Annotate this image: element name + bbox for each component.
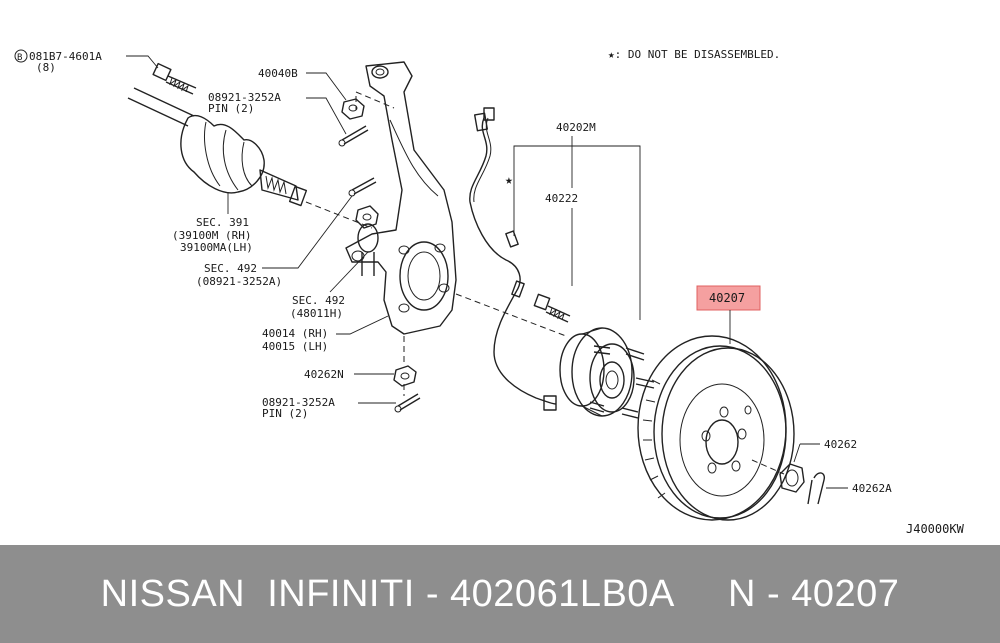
label-knuckle-lh: 40015 (LH) bbox=[262, 340, 328, 353]
label-sec492-b-sub: (48011H) bbox=[290, 307, 343, 320]
axle-nut-part bbox=[779, 463, 805, 493]
castle-nut-bottom bbox=[393, 365, 417, 387]
label-sec492-a: SEC. 492 bbox=[204, 262, 257, 275]
leader-bolt bbox=[126, 55, 159, 69]
bolt-part bbox=[152, 62, 197, 95]
label-pin-top-qty: PIN (2) bbox=[208, 102, 254, 115]
leader-sec492-a bbox=[262, 195, 353, 269]
label-rotor[interactable]: 40207 bbox=[709, 291, 745, 305]
label-sec391-lh: 39100MA(LH) bbox=[180, 241, 253, 254]
leader-knuckle bbox=[336, 315, 389, 335]
cotter-pin-mid bbox=[348, 177, 377, 197]
cotter-pin-axle bbox=[807, 472, 826, 505]
wheel-hub-part bbox=[559, 327, 655, 419]
circled-b-letter: B bbox=[17, 53, 22, 63]
label-hub-assy: 40202M bbox=[556, 121, 596, 134]
circled-b-icon bbox=[14, 49, 28, 63]
abs-sensor-wire bbox=[469, 107, 557, 411]
leader-sec492-b bbox=[329, 251, 369, 293]
driveshaft-part bbox=[127, 87, 308, 207]
exploded-parts-diagram: ★: DO NOT BE DISASSEMBLED. B 081B7-4601A… bbox=[14, 48, 965, 536]
leader-axle-nut-2 bbox=[793, 443, 801, 463]
label-pin-top-code: 08921-3252A bbox=[208, 91, 281, 104]
axis-line-driveshaft bbox=[305, 201, 373, 229]
axis-line-top-stud bbox=[355, 91, 395, 109]
part-number-text: NISSAN INFINITI - 402061LB0A N - 40207 bbox=[100, 572, 900, 615]
label-cotter: 40262A bbox=[852, 482, 892, 495]
leader-nut-top bbox=[306, 72, 347, 101]
label-knuckle-rh: 40014 (RH) bbox=[262, 327, 328, 340]
label-pin-bottom-code: 08921-3252A bbox=[262, 396, 335, 409]
castle-nut-mid bbox=[355, 205, 379, 229]
star-symbol-icon: ★ bbox=[505, 173, 513, 188]
axis-line-rotor bbox=[751, 459, 785, 475]
label-nut-top: 40040B bbox=[258, 67, 298, 80]
label-axle-nut: 40262 bbox=[824, 438, 857, 451]
label-hub: 40222 bbox=[545, 192, 578, 205]
rotor-highlight-box[interactable] bbox=[696, 285, 761, 311]
bracket-hub-assy bbox=[513, 145, 641, 320]
ball-joint-stud bbox=[357, 223, 379, 276]
label-sec492-a-sub: (08921-3252A) bbox=[196, 275, 282, 288]
part-number-banner: NISSAN INFINITI - 402061LB0A N - 40207 bbox=[0, 545, 1000, 643]
label-nut-bottom: 40262N bbox=[304, 368, 344, 381]
label-sec391: SEC. 391 bbox=[196, 216, 249, 229]
leader-pin-top bbox=[306, 97, 347, 135]
label-sec391-rh: (39100M (RH) bbox=[172, 229, 251, 242]
label-sec492-b: SEC. 492 bbox=[292, 294, 345, 307]
steering-knuckle-part bbox=[345, 61, 457, 335]
diagram-code: J40000KW bbox=[906, 522, 965, 536]
cotter-pin-top bbox=[338, 125, 369, 147]
label-bolt-qty: (8) bbox=[36, 61, 56, 74]
castle-nut-top bbox=[341, 98, 365, 120]
disassembly-note: ★: DO NOT BE DISASSEMBLED. bbox=[608, 48, 780, 61]
hub-bolt-part bbox=[533, 293, 571, 323]
label-bolt-code: 081B7-4601A bbox=[29, 50, 102, 63]
cotter-pin-bottom bbox=[394, 393, 421, 413]
label-pin-bottom-qty: PIN (2) bbox=[262, 407, 308, 420]
brake-rotor-part bbox=[637, 335, 795, 521]
